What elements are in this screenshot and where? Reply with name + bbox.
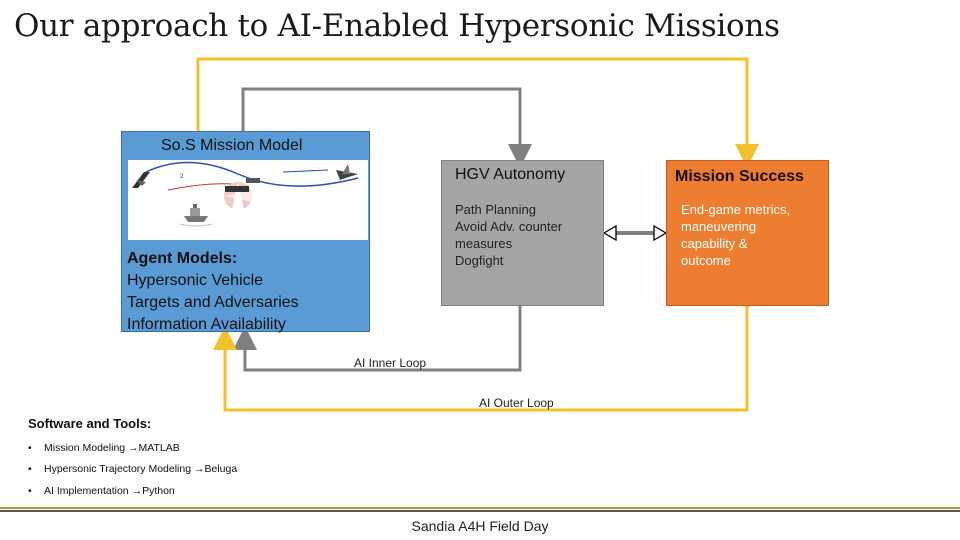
mission-item: End-game metrics, (681, 202, 791, 217)
tool-label: Hypersonic Trajectory Modeling (44, 463, 192, 475)
mission-success-title: Mission Success (675, 168, 804, 185)
arrow-right-icon: → (131, 485, 143, 497)
mission-scenario-image: 2 (128, 160, 368, 240)
target-aircraft-icon (336, 164, 358, 180)
inner-loop-bottom-line (233, 306, 522, 372)
sos-mission-model-title: So.S Mission Model (161, 137, 303, 154)
software-tools-title: Software and Tools: (28, 416, 152, 431)
agent-item: Information Availability (127, 316, 286, 333)
arrow-right-icon: → (128, 442, 139, 454)
tool-name: Beluga (204, 463, 238, 475)
hgv-autonomy-items: Path Planning Avoid Adv. counter measure… (455, 201, 562, 269)
tool-item: • Mission Modeling →MATLAB (28, 442, 180, 454)
inner-loop-top-line (241, 87, 532, 168)
tool-label: AI Implementation (44, 485, 129, 497)
hgv-autonomy-box (441, 160, 604, 306)
tool-item: • AI Implementation →Python (28, 485, 175, 497)
tool-label: Mission Modeling (44, 442, 126, 454)
tool-name: Python (142, 485, 175, 497)
agent-item: Hypersonic Vehicle (127, 272, 264, 289)
agent-item: Targets and Adversaries (127, 294, 299, 311)
hgv-item: Dogfight (455, 253, 504, 268)
page-title: Our approach to AI-Enabled Hypersonic Mi… (14, 8, 780, 44)
mission-item: capability & (681, 236, 748, 251)
hgv-item: Path Planning (455, 202, 536, 217)
ai-outer-loop-label: AI Outer Loop (479, 396, 554, 410)
hgv-item: measures (455, 236, 513, 251)
launch-aircraft-icon (132, 172, 150, 188)
hgv-item: Avoid Adv. counter (455, 219, 563, 234)
mission-item: outcome (681, 253, 731, 268)
target-zone-icon (224, 182, 252, 210)
agent-models-list: Agent Models: Hypersonic Vehicle Targets… (127, 248, 299, 336)
agent-models-header: Agent Models: (127, 250, 238, 267)
trajectory-path-icon (145, 161, 359, 187)
mission-success-box (666, 160, 829, 306)
bullet-icon: • (28, 442, 32, 454)
hgv-autonomy-title: HGV Autonomy (455, 166, 566, 183)
bullet-icon: • (28, 463, 32, 475)
tool-item: • Hypersonic Trajectory Modeling →Beluga (28, 463, 237, 475)
ai-inner-loop-label: AI Inner Loop (354, 356, 427, 370)
arrow-head-left (602, 224, 617, 242)
bullet-icon: • (28, 485, 32, 497)
ship-icon (184, 204, 208, 222)
tool-name: MATLAB (138, 442, 180, 454)
mission-item: maneuvering (681, 219, 757, 234)
mission-success-items: End-game metrics, maneuvering capability… (681, 201, 821, 269)
outer-loop-top-line (196, 57, 759, 168)
outer-loop-bottom-line (213, 306, 749, 412)
footer-text: Sandia A4H Field Day (411, 518, 549, 534)
arrow-head-right (653, 224, 668, 242)
svg-text:2: 2 (180, 174, 184, 180)
arrow-right-icon: → (193, 463, 205, 475)
